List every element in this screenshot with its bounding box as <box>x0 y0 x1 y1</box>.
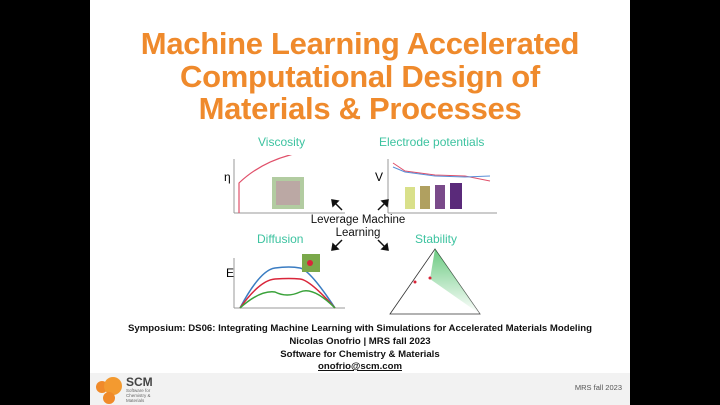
symposium-text: Symposium: DS06: Integrating Machine Lea… <box>128 323 592 334</box>
email-link[interactable]: onofrio@scm.com <box>318 361 402 372</box>
author-text: Nicolas Onofrio | MRS fall 2023 <box>289 336 431 347</box>
stability-phase-diagram <box>389 248 481 315</box>
footer-event: MRS fall 2023 <box>574 383 622 392</box>
title-line-3: Materials & Processes <box>198 91 522 126</box>
v-axis-label: V <box>375 170 384 184</box>
center-text-line-2: Learning <box>335 227 381 239</box>
eta-axis-label: η <box>224 170 231 184</box>
viscosity-graph <box>233 155 345 214</box>
electrode-label: Electrode potentials <box>379 135 485 149</box>
org-text: Software for Chemistry & Materials <box>280 349 440 360</box>
electrode-graph <box>387 159 497 214</box>
logo-sub-1: Software for <box>126 388 151 393</box>
logo-sub-3: Materials <box>126 398 145 403</box>
diffusion-graph <box>233 254 345 309</box>
center-text-line-1: Leverage Machine <box>310 214 406 226</box>
logo-text: SCM <box>126 375 153 389</box>
footer: SCM Software for Chemistry & Materials M… <box>90 373 630 405</box>
logo-sub-2: Chemistry & <box>126 393 151 398</box>
diffusion-label: Diffusion <box>257 232 304 246</box>
scm-logo-icon <box>96 377 122 404</box>
e-axis-label: E <box>226 266 235 280</box>
stability-label: Stability <box>415 232 458 246</box>
arrows-graphic <box>331 199 389 251</box>
title-line-2: Computational Design of <box>180 59 540 94</box>
viscosity-label: Viscosity <box>258 135 306 149</box>
title-line-1: Machine Learning Accelerated <box>140 26 580 61</box>
logo-subtitle: Software for Chemistry & Materials <box>126 388 151 403</box>
slide: Machine Learning Accelerated Computation… <box>90 0 630 405</box>
center-text: Leverage Machine Learning <box>298 214 418 240</box>
